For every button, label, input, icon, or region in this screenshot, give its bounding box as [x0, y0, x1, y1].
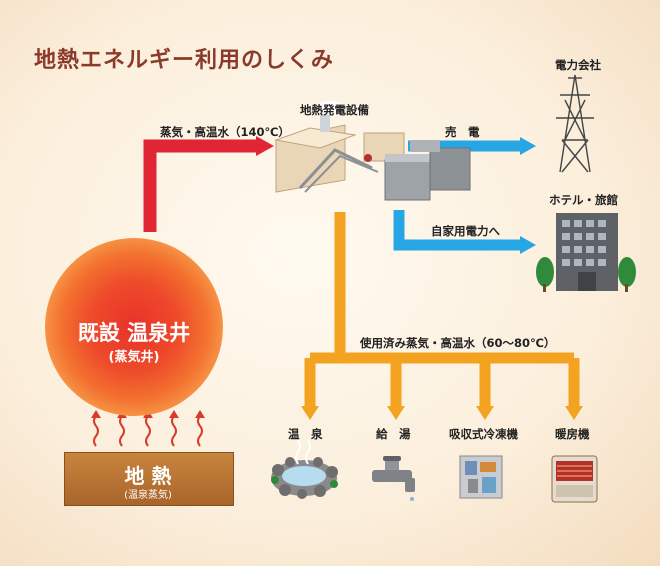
sell-label: 売 電: [445, 125, 480, 139]
heat-wave-arrows: [93, 415, 203, 447]
power-company-label: 電力会社: [555, 58, 601, 72]
geothermal-title: 地 熱: [124, 464, 172, 488]
onsen-well-glow: [45, 238, 223, 416]
orange-used-steam-arrows: [304, 212, 580, 408]
heater-label: 暖房機: [555, 427, 590, 441]
page-title: 地熱エネルギー利用のしくみ: [34, 48, 334, 73]
onsen-icon: [271, 439, 338, 499]
onsen-well-subtitle: (蒸気井): [108, 350, 160, 365]
power-plant-icon: [274, 101, 471, 201]
self-use-label: 自家用電力へ: [431, 224, 500, 238]
heater-icon: [551, 455, 598, 503]
hot-water-label: 給 湯: [376, 427, 411, 441]
hotel-icon: [536, 213, 636, 292]
chiller-label: 吸収式冷凍機: [449, 427, 518, 441]
chiller-icon: [459, 455, 503, 499]
geothermal-subtitle: (温泉蒸気): [124, 490, 172, 501]
onsen-well-title: 既設 温泉井: [77, 321, 191, 345]
orange-arrowheads: [301, 406, 583, 420]
blue-self-use-arrow: [393, 210, 536, 254]
used-steam-label: 使用済み蒸気・高温水（60～80℃）: [360, 336, 556, 350]
hotel-label: ホテル・旅館: [549, 193, 618, 207]
plant-label: 地熱発電設備: [300, 103, 369, 117]
geothermal-block: [64, 452, 234, 506]
onsen-label: 温 泉: [288, 427, 323, 441]
steam-in-label: 蒸気・高温水（140℃）: [160, 125, 290, 139]
power-tower-icon: [556, 74, 594, 173]
faucet-icon: [372, 456, 415, 501]
red-steam-arrow: [143, 136, 274, 232]
